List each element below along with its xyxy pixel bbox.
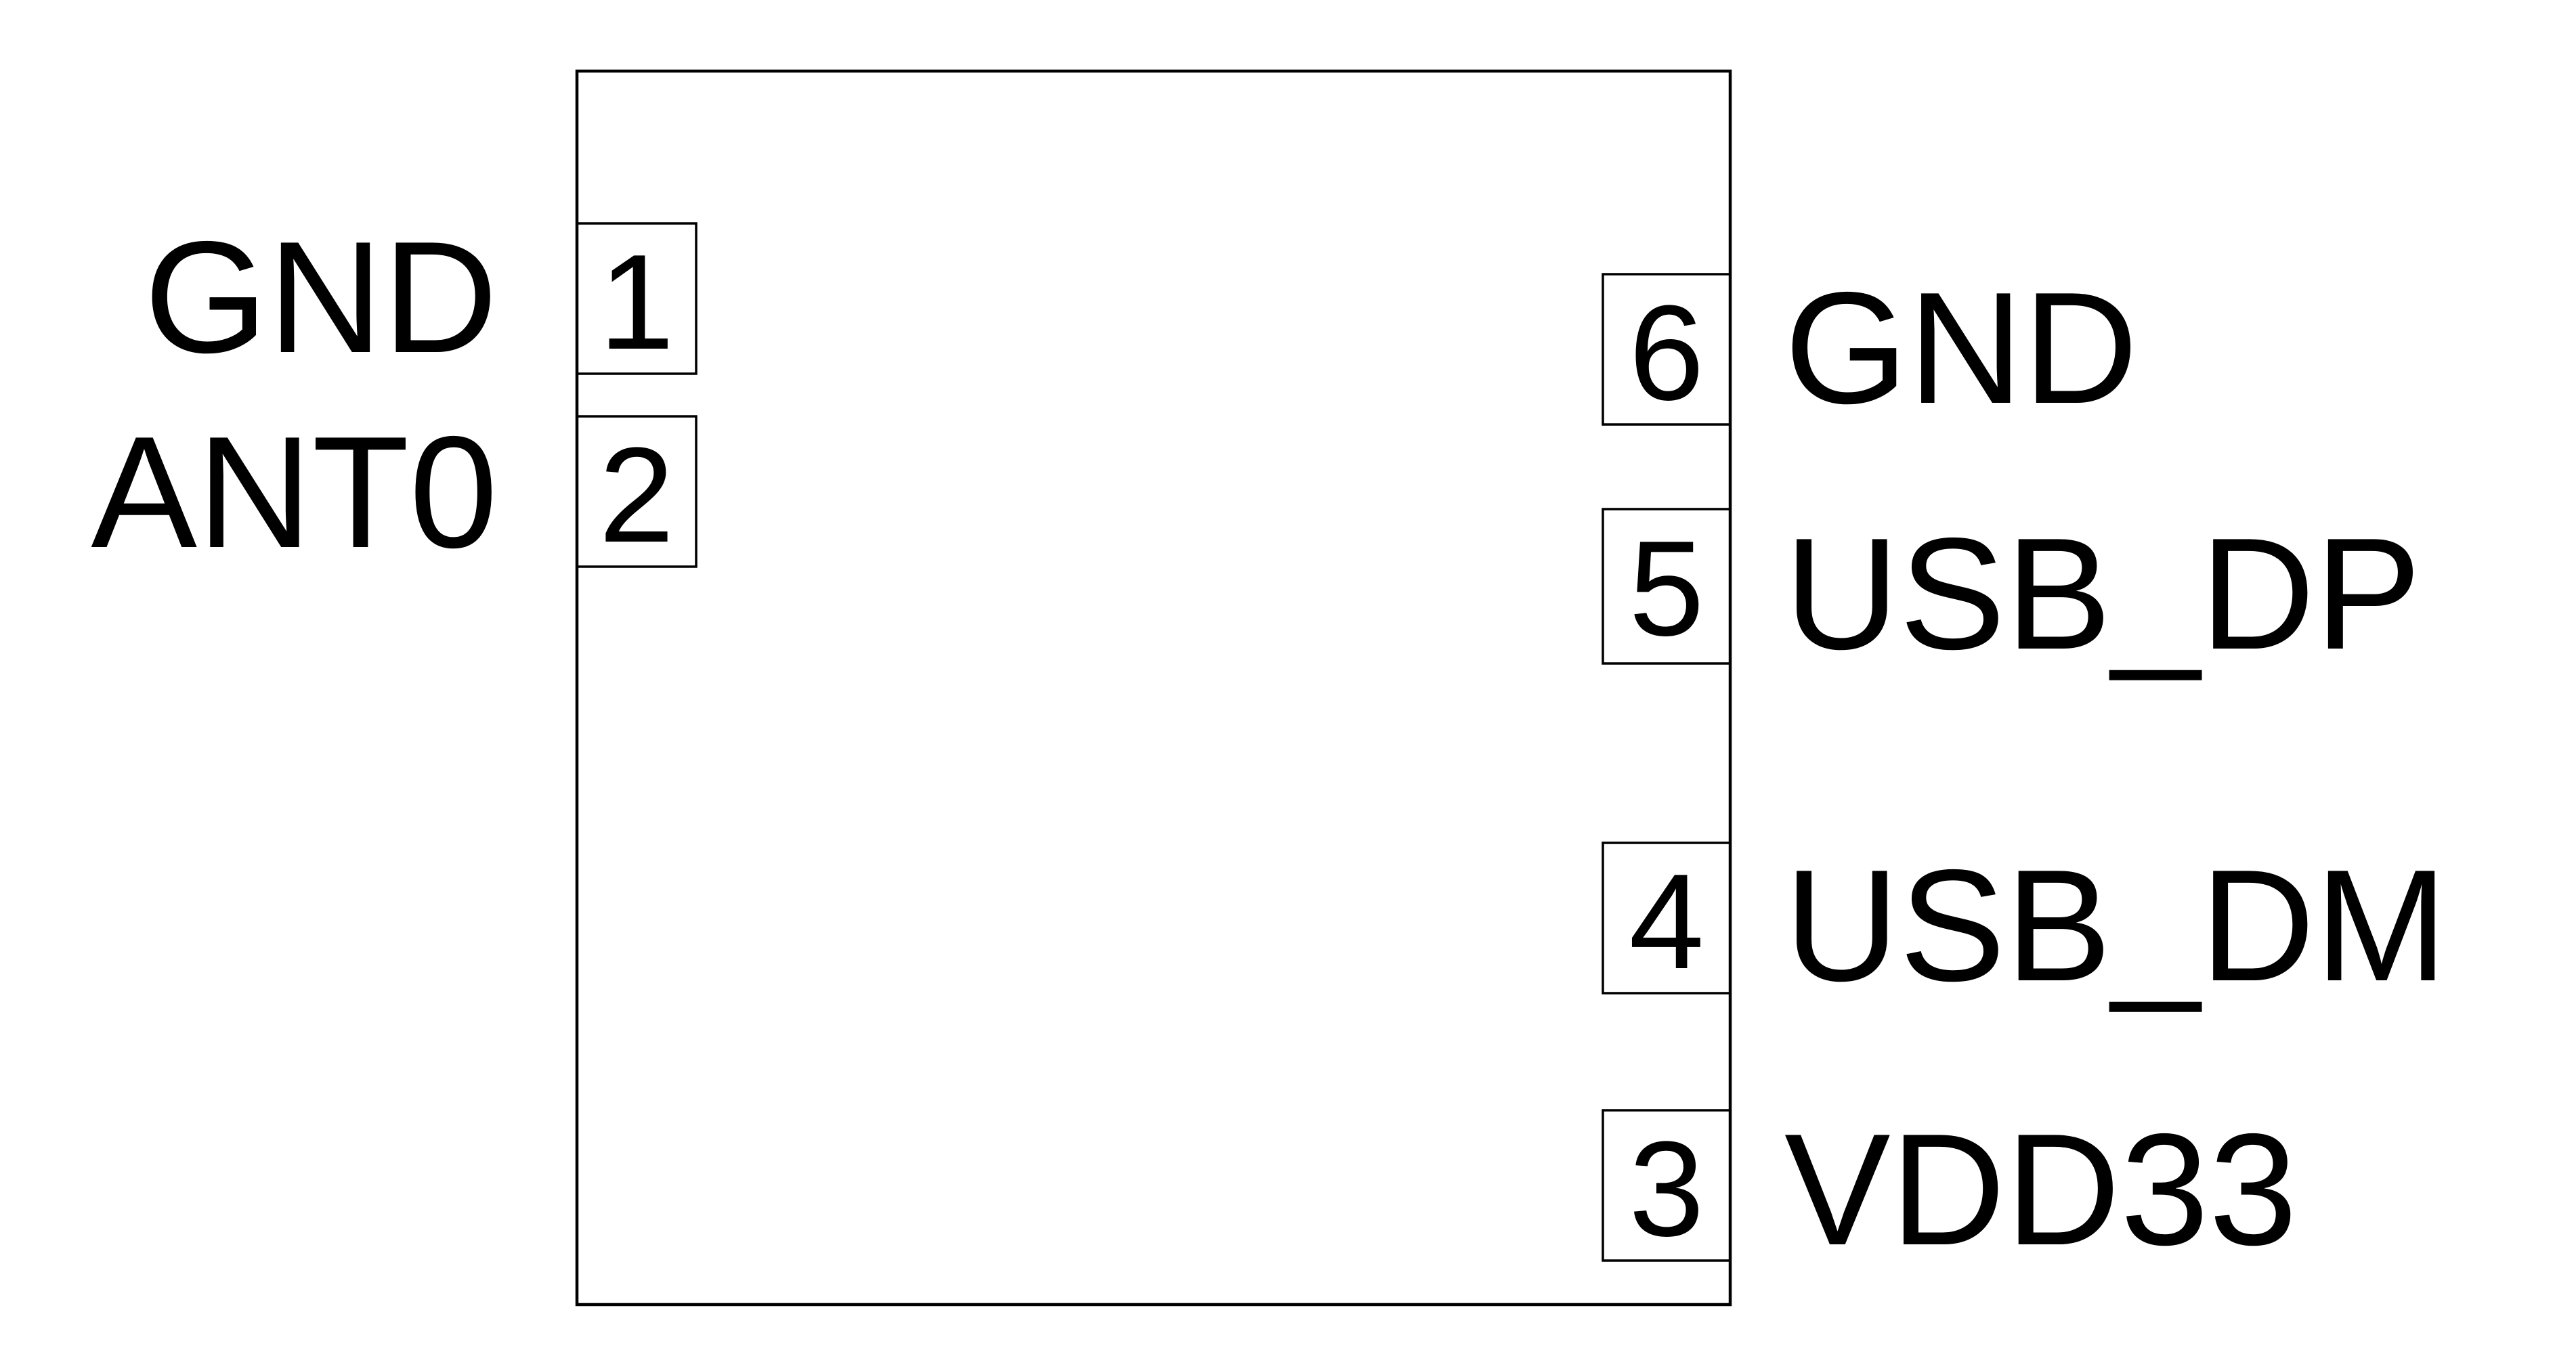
pin-2-box <box>576 415 697 568</box>
pin-1-box <box>576 222 697 375</box>
pin-5-box <box>1602 508 1732 665</box>
pin-3-label: VDD33 <box>1784 1100 2298 1278</box>
pin-6[interactable]: 6 GND <box>1602 259 2138 437</box>
pin-2-label: ANT0 <box>91 403 498 581</box>
pin-1[interactable]: 1 GND <box>144 208 697 386</box>
pin-1-label: GND <box>144 208 498 386</box>
component-body <box>575 69 1732 1307</box>
pin-4-box <box>1602 842 1732 995</box>
pin-4-number: 4 <box>1629 846 1704 997</box>
pin-5[interactable]: 5 USB_DP <box>1602 504 2421 682</box>
pin-6-box <box>1602 273 1732 426</box>
pin-2[interactable]: 2 ANT0 <box>91 403 697 581</box>
pin-4-label: USB_DM <box>1784 836 2447 1014</box>
pin-4[interactable]: 4 USB_DM <box>1602 836 2447 1014</box>
pin-5-number: 5 <box>1629 513 1704 664</box>
pin-1-number: 1 <box>599 227 674 378</box>
pin-3-number: 3 <box>1629 1114 1704 1265</box>
pin-2-number: 2 <box>599 420 674 571</box>
pin-6-number: 6 <box>1629 278 1704 429</box>
pin-5-label: USB_DP <box>1784 504 2421 682</box>
pin-3-box <box>1602 1109 1732 1262</box>
pin-6-label: GND <box>1784 259 2138 437</box>
pin-3[interactable]: 3 VDD33 <box>1602 1100 2298 1278</box>
